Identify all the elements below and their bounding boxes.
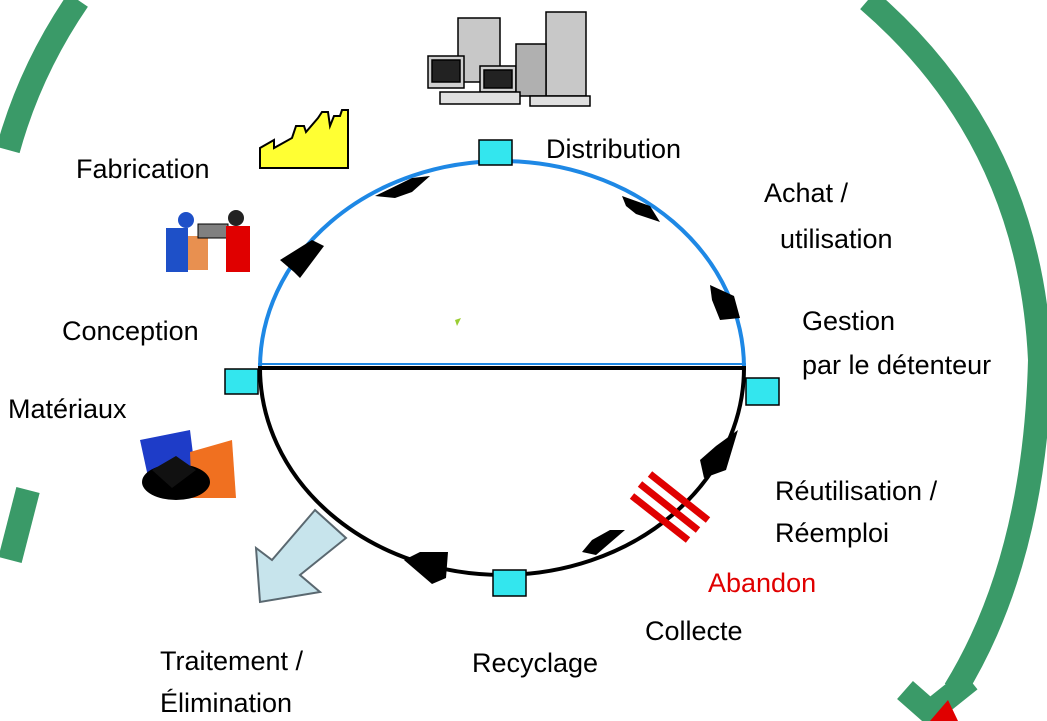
node-distribution [478,139,513,166]
exit-arrow-icon [254,508,348,604]
label-fabrication: Fabrication [76,154,210,184]
materials-icon [140,430,236,500]
arrow-icon [280,240,324,278]
cycle-nodes [224,139,780,597]
labels: Distribution Achat / utilisation Gestion… [8,134,991,718]
label-traitement: Traitement / [160,646,304,676]
arrow-icon [582,530,625,555]
computers-icon [427,11,591,107]
node-gestion [745,377,780,406]
label-gestion: Gestion [802,306,895,336]
label-materiaux: Matériaux [8,394,127,424]
red-corner-mark [930,700,958,721]
arrow-icon [404,552,448,584]
node-materiaux [224,368,259,395]
label-reemploi: Réemploi [775,518,889,548]
label-reutilisation: Réutilisation / [775,476,938,506]
arrow-icon [710,285,740,320]
label-detenteur: par le détenteur [802,350,991,380]
label-achat: Achat / [764,178,849,208]
workers-icon [166,210,250,272]
label-distribution: Distribution [546,134,681,164]
label-utilisation: utilisation [780,224,893,254]
label-conception: Conception [62,316,199,346]
arrow-icon [622,196,660,222]
label-abandon: Abandon [708,568,816,598]
factory-icon [259,109,349,169]
label-elimination: Élimination [160,688,292,718]
arrow-icon [700,430,738,478]
cycle-upper-arc [258,159,746,369]
arrow-icon [375,176,430,198]
node-recyclage [492,569,527,597]
direction-arrows [280,176,740,584]
abandon-barrier-icon [629,471,711,543]
label-collecte: Collecte [645,616,743,646]
label-recyclage: Recyclage [472,648,598,678]
